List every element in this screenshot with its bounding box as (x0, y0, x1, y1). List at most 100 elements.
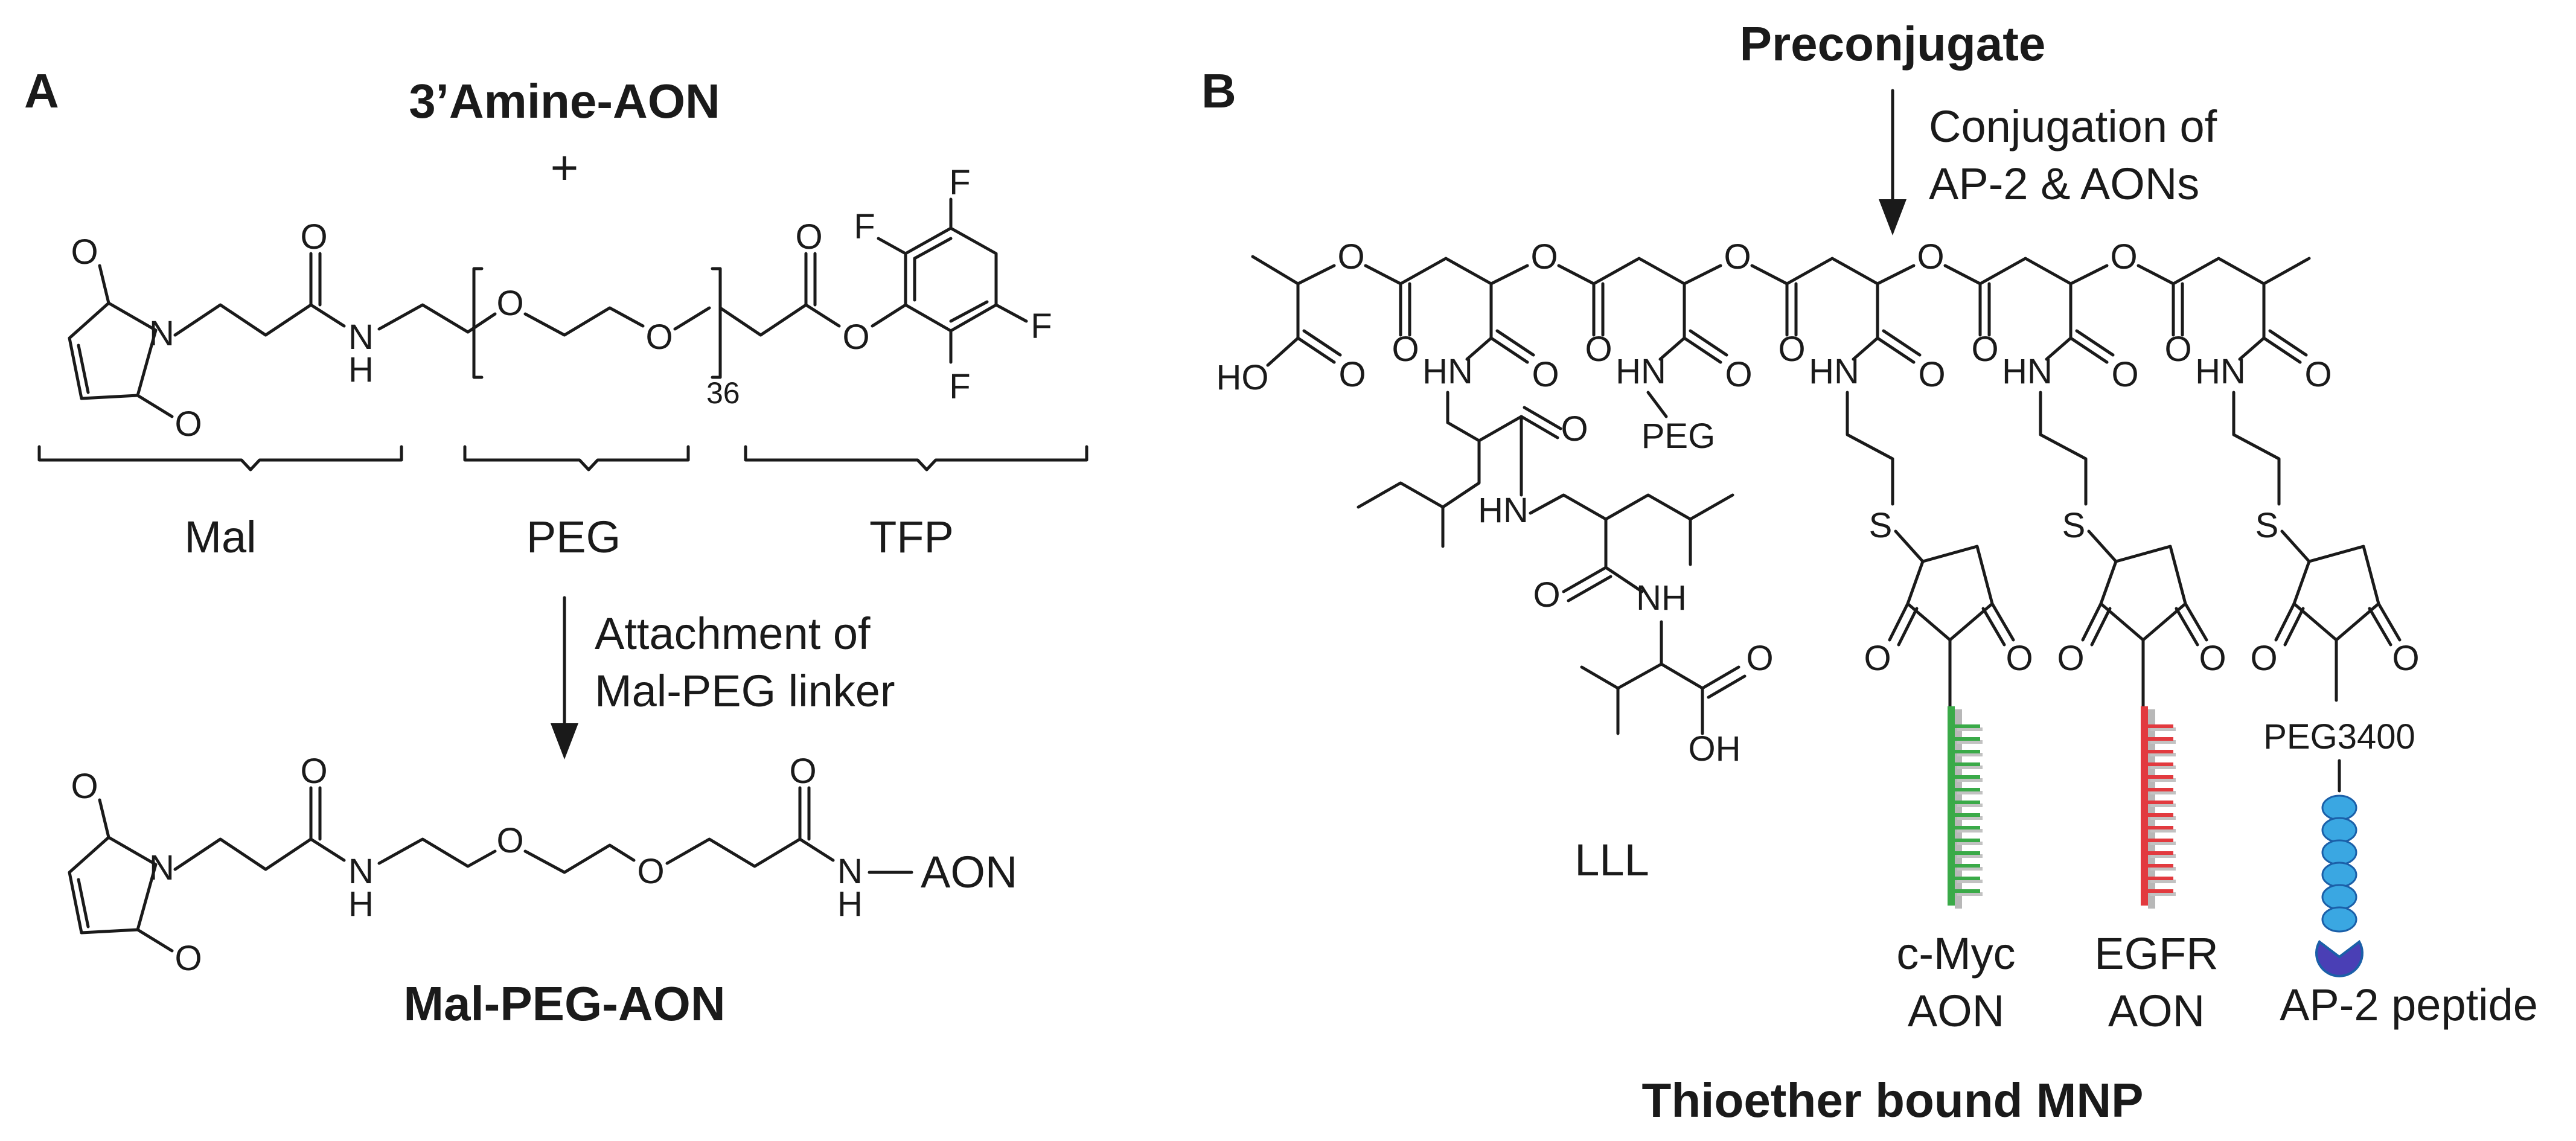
svg-text:O: O (1561, 409, 1588, 449)
aon-label: AON (921, 847, 1017, 897)
rung-shadow (2150, 740, 2176, 744)
svg-text:O: O (2199, 639, 2226, 678)
svg-text:O: O (174, 939, 202, 978)
rung-shadow (2150, 804, 2176, 807)
strand-rung (2148, 813, 2173, 817)
strand-rung (2148, 877, 2173, 880)
svg-text:H: H (348, 350, 374, 389)
egfr-label-line1: EGFR (2094, 928, 2219, 979)
svg-text:O: O (2164, 330, 2191, 369)
svg-text:O: O (1864, 639, 1891, 678)
peptide-head-icon (2315, 940, 2363, 977)
rung-shadow (2150, 892, 2176, 896)
rung-shadow (2150, 753, 2176, 756)
svg-text:F: F (949, 163, 970, 202)
svg-text:O: O (2110, 237, 2137, 276)
svg-text:O: O (1338, 355, 1366, 394)
rung-shadow (1957, 791, 1983, 794)
segment-label-tfp: TFP (869, 512, 954, 562)
svg-text:HN: HN (1478, 491, 1529, 530)
svg-text:H: H (348, 884, 374, 924)
strand-rung (1955, 788, 1980, 791)
svg-text:O: O (1725, 355, 1752, 394)
rung-shadow (1957, 804, 1983, 807)
strand-rung (1955, 839, 1980, 842)
segment-label-peg: PEG (526, 512, 621, 562)
svg-text:F: F (949, 367, 970, 406)
egfr-label-line2: AON (2108, 986, 2205, 1036)
rung-shadow (2150, 829, 2176, 833)
svg-text:O: O (1392, 330, 1419, 369)
ap2-peptide-label: AP-2 peptide (2280, 980, 2538, 1030)
peg-label: PEG (1641, 417, 1716, 456)
strand-rung (1955, 864, 1980, 868)
svg-text:O: O (1746, 639, 1773, 678)
plus-sign: + (551, 141, 579, 194)
strand-rung (1955, 775, 1980, 779)
strand-rung (1955, 851, 1980, 855)
svg-text:O: O (1971, 330, 1998, 369)
segment-label-mal: Mal (184, 512, 256, 562)
svg-text:HN: HN (2002, 352, 2053, 391)
svg-text:O: O (1585, 330, 1612, 369)
mal-peg-tfp-structure: O O N O N H O O 36 36 O (68, 163, 1052, 444)
conjugation-arrow (1879, 89, 1906, 235)
polymer-backbone: O O O O O O O O O O (1216, 237, 2311, 397)
svg-text:N: N (837, 852, 863, 891)
strand-rung (1955, 801, 1980, 804)
svg-text:O: O (645, 318, 673, 357)
rung-shadow (1957, 727, 1983, 731)
svg-text:O: O (2006, 639, 2033, 678)
panel-b: B Preconjugate Conjugation of AP-2 & AON… (1201, 17, 2538, 1127)
attachment-step-line2: Mal-PEG linker (595, 666, 895, 716)
lll-label: LLL (1574, 835, 1649, 885)
ap2-peptide-beads (2321, 794, 2357, 933)
strand-rung (2148, 737, 2173, 741)
reactant-title: 3’Amine-AON (409, 74, 720, 128)
svg-text:O: O (1530, 237, 1558, 276)
rung-shadow (2150, 880, 2176, 883)
svg-text:O: O (300, 217, 327, 257)
svg-text:O: O (637, 852, 664, 891)
strand-rung (2148, 826, 2173, 829)
svg-text:O: O (1918, 355, 1945, 394)
preconjugate-title: Preconjugate (1740, 17, 2046, 71)
svg-text:36: 36 (706, 376, 740, 410)
svg-text:S: S (1869, 506, 1893, 545)
strand-rung (2148, 775, 2173, 779)
rung-shadow (1957, 753, 1983, 756)
svg-text:F: F (854, 207, 875, 246)
thioether-mnp-title: Thioether bound MNP (1641, 1073, 2143, 1127)
rung-shadow (2150, 765, 2176, 769)
panel-a: A 3’Amine-AON + O O N O N H O (24, 64, 1088, 1031)
svg-text:N: N (149, 314, 174, 353)
conjugation-step-line1: Conjugation of (1929, 101, 2217, 152)
svg-text:O: O (174, 404, 202, 444)
conjugation-step-line2: AP-2 & AONs (1929, 159, 2199, 209)
svg-text:O: O (496, 284, 523, 323)
strand-rung (2148, 724, 2173, 728)
rung-shadow (2150, 791, 2176, 794)
rung-shadow (1957, 842, 1983, 845)
svg-text:N: N (348, 318, 374, 357)
rung-shadow (1957, 829, 1983, 833)
attachment-arrow (551, 596, 578, 759)
rung-shadow (1957, 867, 1983, 871)
rung-shadow (2150, 727, 2176, 731)
strand-rung (1955, 813, 1980, 817)
rung-shadow (1957, 816, 1983, 820)
svg-text:S: S (2255, 506, 2279, 545)
svg-text:O: O (2392, 639, 2419, 678)
rung-shadow (1957, 880, 1983, 883)
strand-rung (1955, 724, 1980, 728)
strand-rung (1955, 826, 1980, 829)
amide-side-chains: O HN O HN O NH O OH O (1357, 282, 2420, 769)
svg-text:O: O (1724, 237, 1751, 276)
svg-text:O: O (300, 752, 327, 791)
strand-rung (1955, 762, 1980, 766)
peptide-bead (2321, 906, 2357, 933)
strand-rung (2148, 801, 2173, 804)
rung-shadow (2150, 816, 2176, 820)
cmyc-label-line2: AON (1908, 986, 2004, 1036)
strand-rung (2148, 788, 2173, 791)
